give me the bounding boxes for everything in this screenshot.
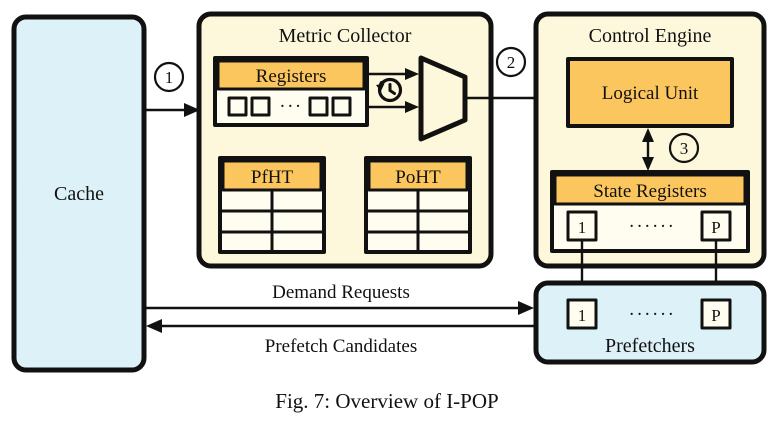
logical-unit-box [566, 57, 734, 128]
poht-grid [367, 188, 469, 251]
prefetch-candidates-label: Prefetch Candidates [265, 336, 417, 357]
pfht-grid [221, 188, 323, 251]
flow-demand-requests: Demand Requests [144, 282, 534, 315]
state-register-last-label: P [711, 218, 720, 237]
register-slot [308, 96, 329, 117]
marker-three-circle [668, 132, 700, 164]
metric-collector-title: Metric Collector [279, 25, 412, 47]
prefetcher-slot-last [700, 298, 732, 330]
arrowhead-icon [184, 103, 200, 117]
clock-history-icon [376, 77, 403, 103]
register-slot [250, 96, 271, 117]
cache-block: Cache [11, 14, 147, 373]
prefetcher-last-label: P [711, 306, 720, 325]
marker-two-circle [495, 46, 527, 78]
arrowhead-icon [405, 68, 419, 80]
registers-to-mux-wires [367, 68, 419, 113]
pfht-table: PfHT [218, 156, 326, 254]
state-register-slot-last [700, 210, 732, 242]
prefetchers-label: Prefetchers [605, 335, 695, 357]
register-slot [331, 96, 352, 117]
arrow-cache-to-metric-collector: 1 [146, 61, 200, 117]
prefetchers-block: 1 ······ P Prefetchers [533, 280, 767, 365]
prefetchers-ellipsis: ······ [629, 304, 676, 325]
logical-unit-label: Logical Unit [602, 83, 699, 104]
cache-box [11, 14, 147, 373]
figure-caption: Fig. 7: Overview of I-POP [275, 389, 498, 413]
state-registers-block: State Registers 1 ······ P [550, 170, 750, 253]
poht-header [367, 159, 469, 192]
prefetcher-first-label: 1 [578, 306, 587, 325]
marker-two-label: 2 [507, 53, 516, 72]
state-registers-header [553, 173, 747, 206]
state-registers-ellipsis: ······ [629, 216, 676, 237]
register-slot [227, 96, 248, 117]
flow-prefetch-candidates: Prefetch Candidates [146, 319, 536, 357]
arrowhead-icon [642, 128, 654, 142]
arrowhead-icon [146, 319, 162, 333]
registers-block: Registers ··· [213, 56, 369, 127]
marker-one-circle [153, 61, 185, 93]
cache-label: Cache [54, 183, 104, 205]
arrowhead-icon [518, 301, 534, 315]
arrowhead-icon [405, 101, 419, 113]
state-register-first-label: 1 [578, 218, 587, 237]
metric-collector-panel: Metric Collector Registers ··· [196, 11, 494, 269]
pfht-title: PfHT [251, 167, 294, 188]
arrow-logical-unit-state-registers: 3 [642, 128, 700, 171]
arrowhead-icon [642, 157, 654, 171]
logical-unit-block: Logical Unit [566, 57, 734, 128]
control-engine-title: Control Engine [589, 25, 712, 47]
mux-shape [418, 55, 468, 142]
state-register-slot-first [566, 210, 598, 242]
poht-table: PoHT [364, 156, 472, 254]
registers-header [216, 59, 366, 91]
registers-title: Registers [256, 66, 327, 87]
marker-one-label: 1 [165, 68, 174, 87]
prefetcher-slot-first [566, 298, 598, 330]
state-registers-title: State Registers [593, 181, 706, 202]
poht-title: PoHT [395, 167, 441, 188]
multiplexer-icon [418, 55, 468, 142]
demand-requests-label: Demand Requests [272, 282, 410, 303]
marker-three-label: 3 [680, 139, 689, 158]
registers-ellipsis: ··· [279, 96, 302, 117]
control-engine-panel: Control Engine Logical Unit 3 State Regi… [533, 11, 767, 269]
